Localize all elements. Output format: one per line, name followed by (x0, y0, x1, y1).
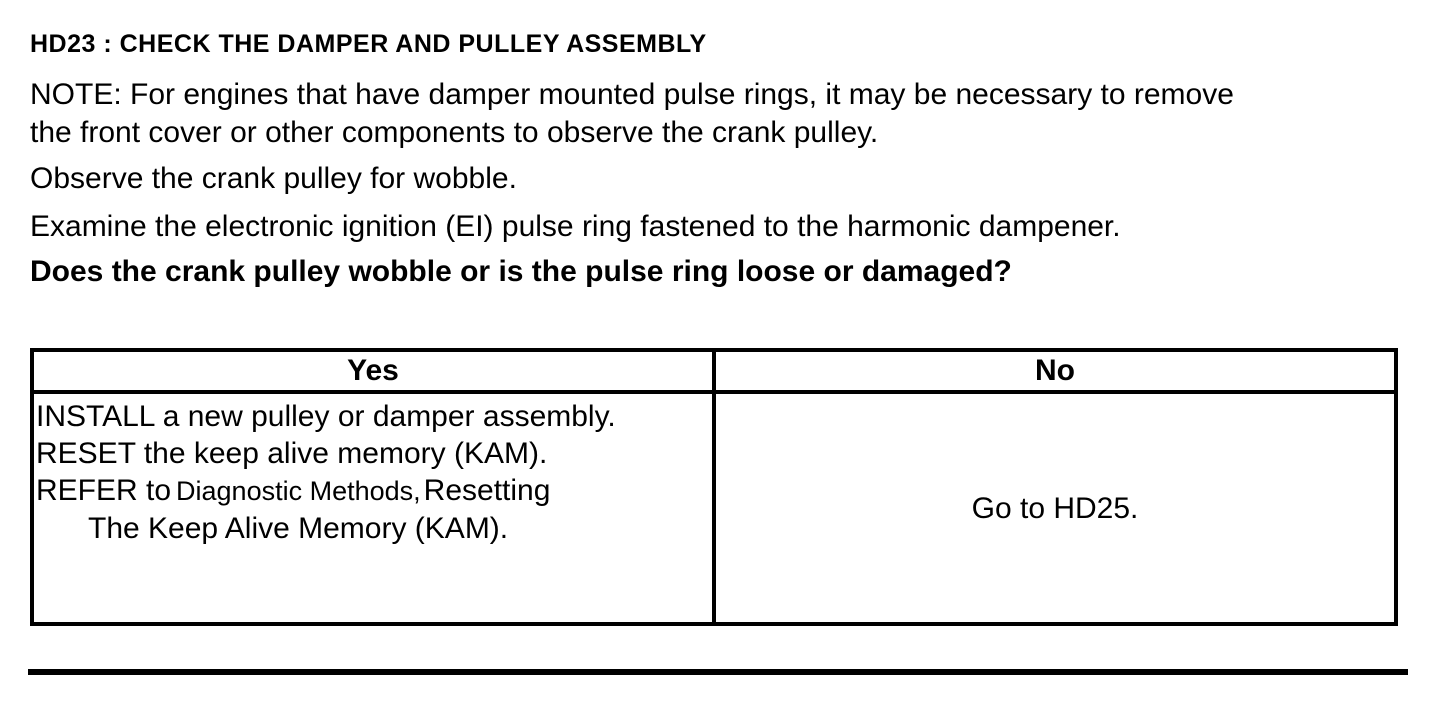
decision-table-body-row: INSTALL a new pulley or damper assembly.… (30, 390, 1398, 626)
decision-table-header-row: Yes No (30, 348, 1398, 394)
yes-column-header: Yes (30, 348, 716, 394)
decision-table: Yes No INSTALL a new pulley or damper as… (30, 348, 1398, 626)
no-column-header: No (712, 348, 1398, 394)
yes-action-reset: RESET the keep alive memory (KAM). (36, 437, 548, 470)
refer-prefix: REFER to (36, 474, 172, 507)
refer-continuation-line: The Keep Alive Memory (KAM). (88, 512, 509, 545)
yes-action-install: INSTALL a new pulley or damper assembly. (36, 400, 616, 433)
refer-reference-title: Diagnostic Methods, (176, 476, 421, 506)
note-line-1: NOTE: For engines that have damper mount… (30, 78, 1234, 111)
section-divider-rule (28, 669, 1408, 675)
instruction-examine: Examine the electronic ignition (EI) pul… (30, 210, 1121, 243)
note-paragraph: NOTE: For engines that have damper mount… (30, 76, 1234, 152)
refer-section-word: Resetting (423, 474, 551, 507)
decision-question: Does the crank pulley wobble or is the p… (30, 255, 1012, 288)
no-action-cell: Go to HD25. (712, 390, 1398, 626)
procedure-title: HD23 : CHECK THE DAMPER AND PULLEY ASSEM… (30, 30, 707, 58)
no-action-text: Go to HD25. (971, 491, 1139, 525)
note-line-2: the front cover or other components to o… (30, 116, 879, 149)
instruction-observe: Observe the crank pulley for wobble. (30, 162, 517, 195)
yes-actions-cell: INSTALL a new pulley or damper assembly.… (30, 390, 716, 626)
